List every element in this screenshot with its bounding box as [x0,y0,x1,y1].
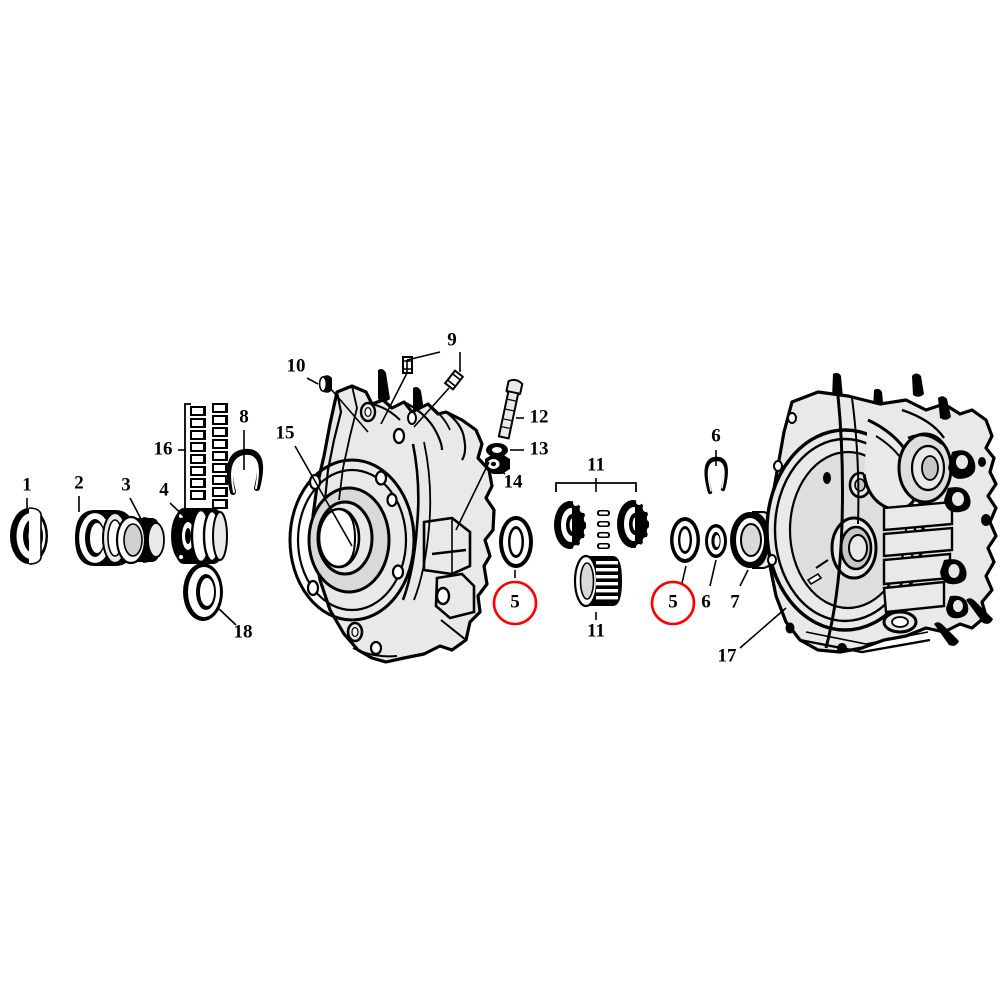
part-oil-seal [10,507,48,565]
callout-12[interactable]: 12 [530,406,549,427]
callout-14[interactable]: 14 [504,471,524,492]
callout-10[interactable]: 10 [287,355,306,376]
part-roller-bearing-assembly [171,508,228,564]
part-bearing-race [115,515,165,565]
callout-1[interactable]: 1 [22,474,32,495]
callout-15[interactable]: 15 [276,422,295,443]
callout-17[interactable]: 17 [718,645,738,666]
callout-11-lower[interactable]: 11 [587,620,605,641]
callout-11-upper[interactable]: 11 [587,454,605,475]
callout-7[interactable]: 7 [730,591,740,612]
callout-16[interactable]: 16 [154,438,173,459]
part-washer [486,443,508,457]
callout-18[interactable]: 18 [234,621,253,642]
leader-lines [26,351,787,649]
part-lock-nut [485,454,510,474]
part-snap-ring [227,448,263,495]
part-oil-seal-outer [183,563,223,621]
part-left-crankcase-half [288,369,496,664]
part-needle-bearing-cage [573,554,622,608]
callout-5-left[interactable]: 5 [510,591,520,612]
part-dowel-pins [402,356,465,391]
callout-2[interactable]: 2 [74,472,84,493]
part-bolt [497,378,524,440]
part-needle-bearing-set [554,482,654,551]
callout-8[interactable]: 8 [239,406,249,427]
callout-4[interactable]: 4 [159,479,169,500]
highlight-circle-5-right [650,580,696,626]
highlight-circle-5-left [492,580,538,626]
callout-3[interactable]: 3 [121,474,131,495]
part-dowel-pin [318,375,332,393]
callout-6-upper[interactable]: 6 [711,425,721,446]
highlight-markers [492,580,696,626]
callout-6-lower[interactable]: 6 [701,591,711,612]
callout-9[interactable]: 9 [447,329,457,350]
part-thrust-washer-left [499,516,533,568]
part-snap-ring-small [705,524,727,558]
callout-5-right[interactable]: 5 [668,591,678,612]
callout-13[interactable]: 13 [530,438,549,459]
part-thrust-washer-right [670,517,700,563]
callout-labels: 1 2 3 4 16 8 18 15 10 9 12 13 14 5 11 11… [22,329,740,666]
part-bearing-rollers-set [184,403,228,512]
part-right-crankcase-half [765,372,998,654]
